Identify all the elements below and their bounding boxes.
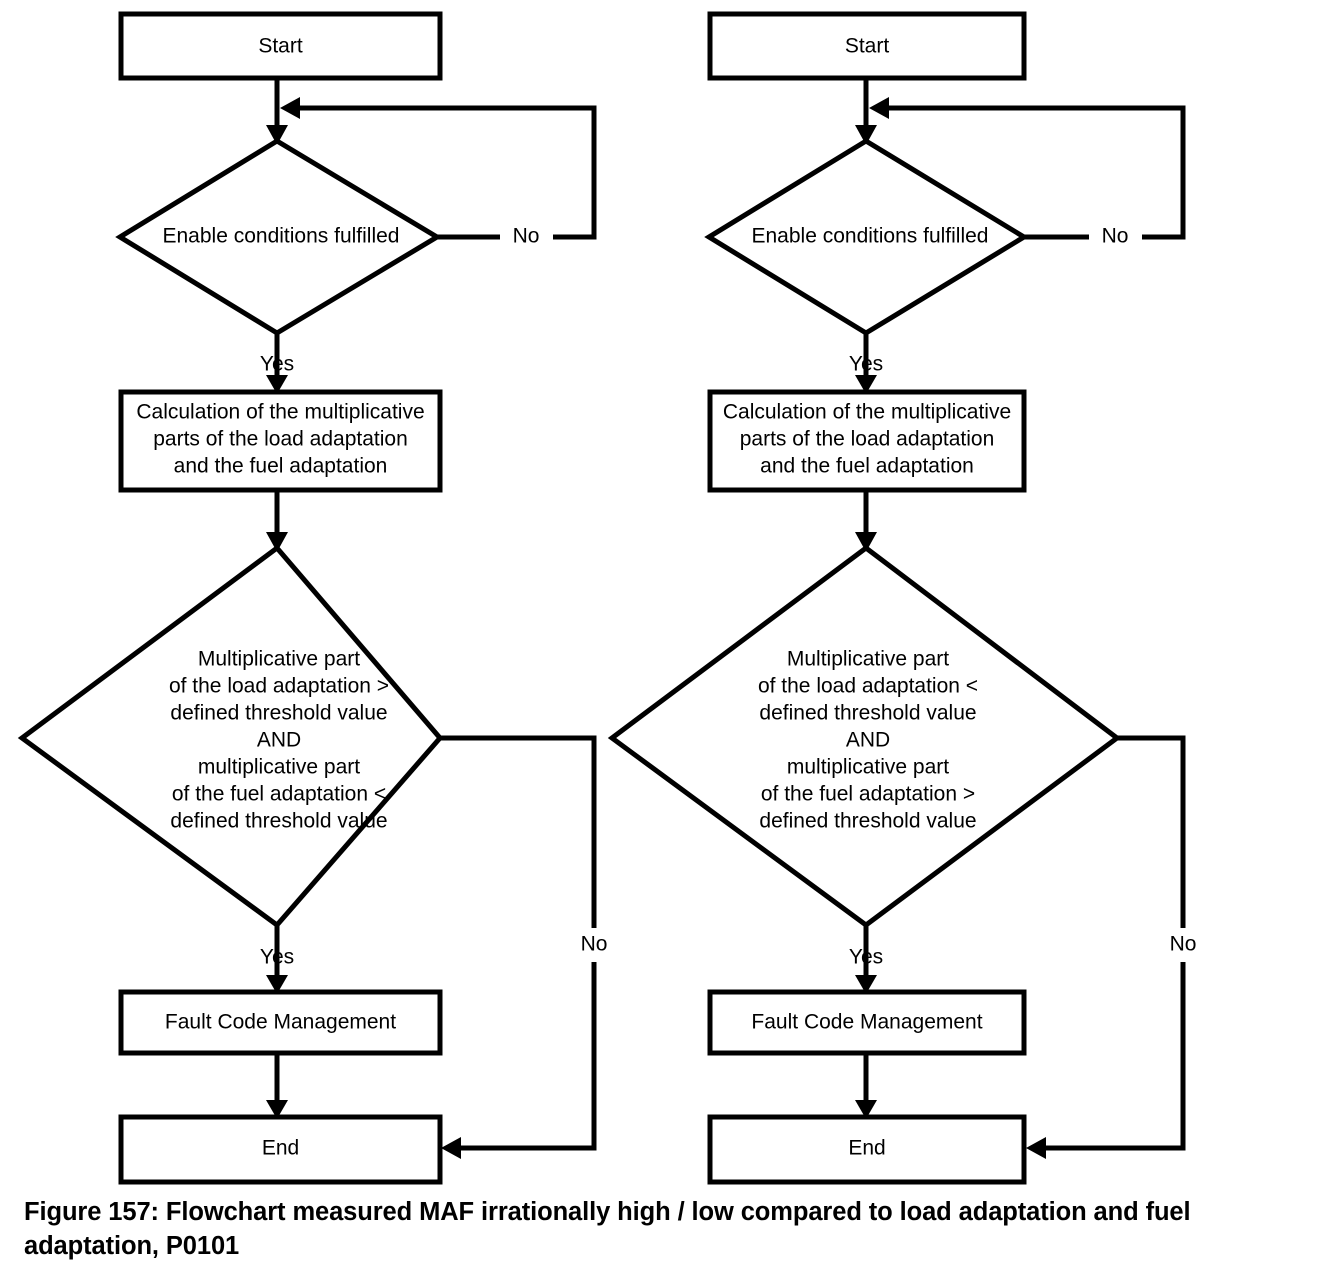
left-edge-compare-yes: Yes xyxy=(260,925,294,994)
right-compare-line6: of the fuel adaptation > xyxy=(761,783,975,806)
left-edge-start-to-enable xyxy=(266,78,288,145)
right-start-label: Start xyxy=(845,35,890,58)
left-enable-decision-node[interactable]: Enable conditions fulfilled xyxy=(115,138,442,336)
left-compare-yes-label: Yes xyxy=(260,946,294,969)
left-arrow-into-compare xyxy=(266,532,288,552)
left-edge-calc-to-compare xyxy=(266,490,288,552)
right-edge-fault-to-end xyxy=(855,1053,877,1119)
left-compare-no-label: No xyxy=(581,933,608,956)
left-arrow-into-calc xyxy=(266,375,288,394)
left-enable-label: Enable conditions fulfilled xyxy=(163,225,400,248)
right-compare-line2: of the load adaptation < xyxy=(758,675,978,698)
left-calculation-line2: parts of the load adaptation xyxy=(153,428,408,451)
flowchart-canvas: Start Enable conditions fulfilled No xyxy=(17,11,1197,1185)
left-compare-line6: of the fuel adaptation < xyxy=(172,783,386,806)
right-calculation-line1: Calculation of the multiplicative xyxy=(723,401,1011,424)
left-edge-fault-to-end xyxy=(266,1053,288,1119)
right-end-label: End xyxy=(848,1137,885,1160)
left-compare-line3: defined threshold value xyxy=(170,702,387,725)
right-edge-compare-no: No xyxy=(1026,735,1197,1159)
right-arrow-into-compare xyxy=(855,532,877,552)
left-arrow-no-into-end xyxy=(441,1137,461,1159)
flowchart-left: Start Enable conditions fulfilled No xyxy=(17,11,608,1185)
right-compare-line5: multiplicative part xyxy=(787,756,949,779)
left-arrow-into-end xyxy=(266,1100,288,1119)
right-arrow-into-enable xyxy=(855,125,877,145)
left-enable-no-label: No xyxy=(513,225,540,248)
right-compare-line1: Multiplicative part xyxy=(787,648,949,671)
left-compare-line1: Multiplicative part xyxy=(198,648,360,671)
left-edge-compare-no: No xyxy=(440,735,608,1159)
right-start-node[interactable]: Start xyxy=(707,11,1027,81)
right-edge-enable-no: No xyxy=(869,97,1186,248)
right-enable-decision-node[interactable]: Enable conditions fulfilled xyxy=(704,138,1029,336)
right-arrow-no-into-end xyxy=(1026,1137,1046,1159)
left-start-label: Start xyxy=(258,35,303,58)
left-end-node[interactable]: End xyxy=(118,1114,443,1185)
right-edge-compare-yes: Yes xyxy=(849,925,883,994)
left-start-node[interactable]: Start xyxy=(118,11,443,81)
right-arrow-loopback xyxy=(869,97,889,119)
right-edge-calc-to-compare xyxy=(855,490,877,552)
right-compare-line7: defined threshold value xyxy=(759,810,976,833)
flowchart-right: Start Enable conditions fulfilled No xyxy=(607,11,1197,1185)
left-edge-enable-no: No xyxy=(280,97,597,248)
right-compare-yes-label: Yes xyxy=(849,946,883,969)
right-arrow-into-calc xyxy=(855,375,877,394)
left-calculation-line1: Calculation of the multiplicative xyxy=(136,401,424,424)
left-calculation-node[interactable]: Calculation of the multiplicative parts … xyxy=(118,389,443,493)
left-arrow-loopback xyxy=(280,97,300,119)
left-compare-line5: multiplicative part xyxy=(198,756,360,779)
right-compare-line3: defined threshold value xyxy=(759,702,976,725)
right-calculation-node[interactable]: Calculation of the multiplicative parts … xyxy=(707,389,1027,493)
right-compare-line4: AND xyxy=(846,729,890,752)
right-enable-no-label: No xyxy=(1102,225,1129,248)
right-edge-enable-yes: Yes xyxy=(849,333,883,394)
right-compare-decision-node[interactable]: Multiplicative part of the load adaptati… xyxy=(607,544,1122,929)
right-arrow-into-end xyxy=(855,1100,877,1119)
left-fault-label: Fault Code Management xyxy=(165,1011,396,1034)
left-fault-code-management-node[interactable]: Fault Code Management xyxy=(118,989,443,1056)
left-arrow-into-fault xyxy=(266,975,288,994)
left-edge-enable-yes: Yes xyxy=(260,333,294,394)
right-arrow-into-fault xyxy=(855,975,877,994)
left-enable-yes-label: Yes xyxy=(260,353,294,376)
figure-caption: Figure 157: Flowchart measured MAF irrat… xyxy=(24,1198,1191,1260)
right-enable-label: Enable conditions fulfilled xyxy=(752,225,989,248)
left-compare-line2: of the load adaptation > xyxy=(169,675,389,698)
left-arrow-into-enable xyxy=(266,125,288,145)
left-compare-line4: AND xyxy=(257,729,301,752)
right-compare-no-label: No xyxy=(1170,933,1197,956)
right-fault-code-management-node[interactable]: Fault Code Management xyxy=(707,989,1027,1056)
left-end-label: End xyxy=(262,1137,299,1160)
right-fault-label: Fault Code Management xyxy=(751,1011,982,1034)
left-compare-decision-node[interactable]: Multiplicative part of the load adaptati… xyxy=(17,544,444,929)
left-calculation-line3: and the fuel adaptation xyxy=(174,455,388,478)
right-edge-start-to-enable xyxy=(855,78,877,145)
left-compare-line7: defined threshold value xyxy=(170,810,387,833)
right-end-node[interactable]: End xyxy=(707,1114,1027,1185)
right-calculation-line3: and the fuel adaptation xyxy=(760,455,974,478)
right-enable-yes-label: Yes xyxy=(849,353,883,376)
right-calculation-line2: parts of the load adaptation xyxy=(740,428,995,451)
